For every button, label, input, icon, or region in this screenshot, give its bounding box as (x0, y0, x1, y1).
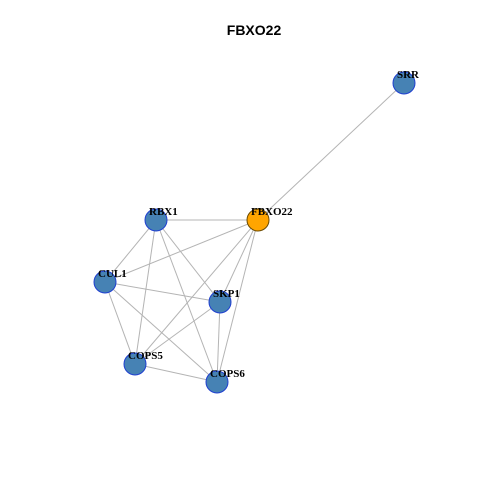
edge-rbx1-skp1 (155, 219, 221, 303)
node-label-skp1: SKP1 (213, 288, 240, 300)
edge-cops5-cops6 (134, 363, 218, 383)
node-cops6: COPS6 (205, 368, 245, 394)
node-circle-cops6 (205, 370, 229, 394)
edge-rbx1-cops6 (155, 219, 218, 383)
edge-cul1-cops5 (104, 281, 136, 365)
edge-skp1-cops6 (216, 301, 221, 383)
node-label-fbxo22: FBXO22 (251, 206, 293, 218)
edge-srr-fbxo22 (257, 82, 405, 221)
edge-fbxo22-cops6 (216, 219, 259, 383)
node-skp1: SKP1 (208, 288, 240, 314)
node-label-cul1: CUL1 (98, 268, 127, 280)
node-cops5: COPS5 (123, 350, 163, 376)
node-circle-cul1 (93, 270, 117, 294)
node-cul1: CUL1 (93, 268, 127, 294)
edge-skp1-cops5 (134, 301, 221, 365)
edge-rbx1-cops5 (134, 219, 157, 365)
node-circle-srr (392, 71, 416, 95)
node-circle-skp1 (208, 290, 232, 314)
edge-rbx1-cul1 (104, 219, 157, 283)
edge-layer (104, 82, 405, 383)
edge-fbxo22-cops5 (134, 219, 259, 365)
node-srr: SRR (392, 69, 420, 95)
node-circle-rbx1 (144, 208, 168, 232)
node-label-cops6: COPS6 (210, 368, 245, 380)
node-label-srr: SRR (397, 69, 420, 81)
graph-title: FBXO22 (227, 22, 282, 38)
edge-fbxo22-cul1 (104, 219, 259, 283)
node-label-cops5: COPS5 (128, 350, 163, 362)
node-label-rbx1: RBX1 (149, 206, 178, 218)
edge-fbxo22-skp1 (219, 219, 259, 303)
node-circle-cops5 (123, 352, 147, 376)
edge-cul1-skp1 (104, 281, 221, 303)
node-circle-fbxo22 (246, 208, 270, 232)
node-rbx1: RBX1 (144, 206, 178, 232)
node-fbxo22: FBXO22 (246, 206, 293, 232)
edge-cul1-cops6 (104, 281, 218, 383)
